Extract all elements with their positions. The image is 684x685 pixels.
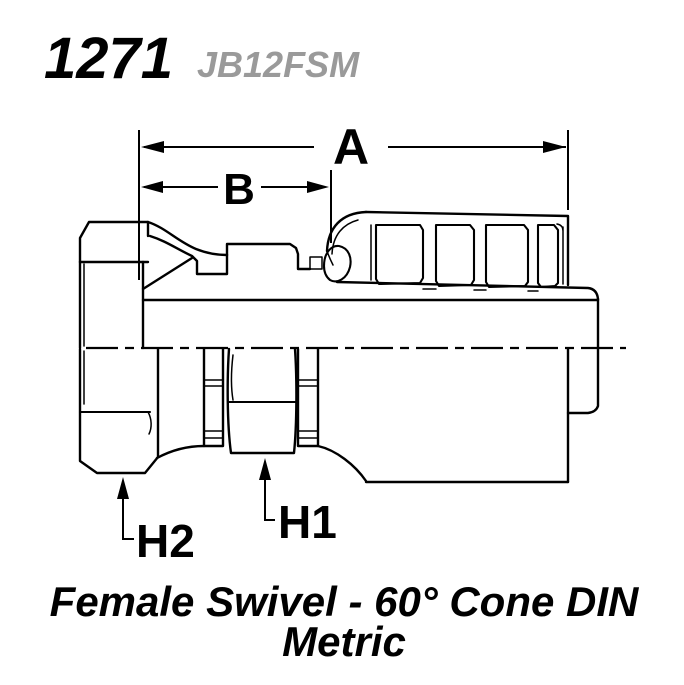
ferrule-inner-taper [335, 280, 600, 301]
dim-h2-label: H2 [136, 515, 195, 567]
nut-to-collar-curve [155, 444, 206, 460]
dim-b-arrow-left [141, 181, 163, 193]
collar-ring-right-grooves [297, 379, 319, 439]
crimp-window-1 [374, 223, 425, 286]
h2-leader-line [122, 498, 134, 540]
h1-arrow-up [259, 458, 271, 480]
body-and-collar [141, 297, 600, 484]
ferrule-shoulder-tip [326, 250, 334, 266]
crimp-bar-ticks [422, 288, 539, 292]
socket-hex [226, 347, 298, 455]
h2-arrow-up [117, 477, 129, 499]
collar-ring-right [296, 347, 320, 448]
crimp-window-3 [484, 223, 530, 289]
seat-diagonal [141, 256, 194, 291]
swivel-boss [225, 242, 312, 271]
collar-ring-left-grooves [203, 379, 224, 439]
dim-b-label: B [223, 165, 255, 214]
dim-a-label: A [333, 119, 369, 175]
caption: Female Swivel - 60° Cone DIN Metric [50, 578, 640, 665]
collar-right-edge [566, 297, 600, 415]
ferrule-top-edge [364, 210, 570, 287]
tail-upper-curve [146, 220, 229, 257]
socket-hex-corner-arc [230, 354, 234, 401]
part-number: 1271 [44, 26, 173, 91]
tail-lower-curve [148, 234, 229, 276]
swivel-nut-section [78, 220, 352, 350]
part-code: JB12FSM [197, 44, 360, 85]
dimension-a: A [138, 119, 569, 280]
h1-leader-line [264, 478, 275, 521]
nut-hex-outline [78, 347, 160, 475]
collar-ring-left-outline [202, 347, 225, 448]
caption-line-2: Metric [282, 618, 406, 665]
caption-line-1: Female Swivel - 60° Cone DIN [50, 578, 640, 625]
fitting-drawing [78, 210, 626, 484]
collar-ring-right-outline [296, 347, 320, 448]
dimension-b: B [141, 165, 332, 243]
crimp-window-4 [536, 223, 560, 289]
ferrule-shoulder-inner-arc [331, 219, 359, 255]
leader-h2: H2 [117, 477, 195, 567]
swivel-nut-hex [78, 347, 206, 475]
ferrule-end-band [556, 223, 564, 285]
clip-notch [309, 256, 323, 270]
ferrule-shoulder-arc [325, 210, 368, 253]
socket-shell [316, 444, 570, 484]
dim-a-arrow-left [141, 141, 164, 153]
dim-b-arrow-right [307, 181, 329, 193]
nut-body-edges [78, 260, 145, 350]
crimp-window-2 [434, 223, 476, 288]
dim-a-arrow-right [543, 141, 566, 153]
nut-top-profile [78, 220, 150, 264]
ferrule-shell [325, 210, 600, 301]
socket-hex-outline [226, 347, 298, 455]
dim-h1-label: H1 [278, 496, 337, 548]
socket-shoulder-curve [316, 444, 368, 483]
nut-hex-corner-arc [147, 411, 152, 435]
collar-ring-left [202, 347, 225, 448]
leader-h1: H1 [259, 458, 337, 548]
